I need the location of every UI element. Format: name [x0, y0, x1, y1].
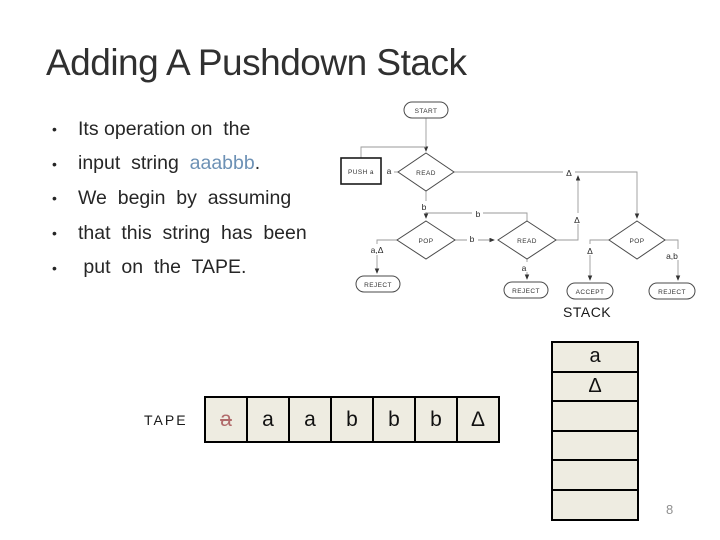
- label-bg: [472, 207, 483, 218]
- flowchart-node-read2: READ: [497, 220, 557, 260]
- edge-label-a: a: [522, 263, 527, 273]
- pop1-diamond: [396, 220, 456, 260]
- bullet-text: .: [254, 152, 261, 175]
- tape-cell: b: [332, 398, 374, 441]
- stack-table: a Δ: [551, 341, 639, 521]
- edge-label-b: b: [422, 202, 427, 212]
- edge-read2-to-pop2: [556, 175, 581, 241]
- bullet-list: • Its operation on the • input string aa…: [52, 112, 307, 285]
- label-bg: [571, 213, 583, 224]
- pop2-label: POP: [630, 238, 645, 245]
- flowchart-node-start: START: [403, 101, 449, 119]
- stack-cell: [553, 432, 637, 462]
- flowchart-node-reject3: REJECT: [648, 282, 696, 300]
- flowchart-node-push: PUSH a: [340, 157, 382, 185]
- tape-cell: a: [206, 398, 248, 441]
- edge-read1-to-pop2: [454, 171, 640, 219]
- label-bg: [584, 244, 596, 255]
- read1-diamond: [397, 152, 455, 192]
- bullet-item: • input string aaabbb.: [52, 147, 307, 182]
- stack-cell: [553, 461, 637, 491]
- bullet-text: Its operation on the: [78, 117, 251, 140]
- read2-label: READ: [517, 238, 537, 245]
- bullet-text: that this string has been: [78, 221, 307, 244]
- read1-label: READ: [416, 170, 436, 177]
- reject2-oval: [503, 281, 549, 299]
- pop1-label: POP: [419, 238, 434, 245]
- edge-label-a: a: [387, 166, 392, 176]
- input-string-highlight: aaabbb: [189, 152, 255, 175]
- bullet-item: • put on the TAPE.: [52, 250, 307, 285]
- tape-table: a a a b b b Δ: [204, 396, 500, 443]
- edge-push-feedback: [360, 146, 426, 158]
- flowchart-node-accept: ACCEPT: [566, 282, 614, 300]
- label-bg: [661, 249, 683, 260]
- bullet-item: • Its operation on the: [52, 112, 307, 147]
- label-bg: [519, 262, 529, 272]
- page-title: Adding A Pushdown Stack: [46, 42, 467, 83]
- edge-label-delta: Δ: [574, 215, 580, 225]
- stack-cell: Δ: [553, 373, 637, 403]
- reject3-oval: [648, 282, 696, 300]
- edge-pop2-to-accept: [587, 239, 609, 281]
- bullet-icon: •: [52, 259, 57, 276]
- push-box: [340, 157, 382, 185]
- push-label: PUSH a: [348, 169, 374, 176]
- stack-cell: [553, 402, 637, 432]
- bullet-text: put on the TAPE.: [78, 256, 247, 279]
- flowchart-node-reject2: REJECT: [503, 281, 549, 299]
- page-number: 8: [666, 502, 674, 517]
- edge-label-b: b: [476, 209, 481, 219]
- start-oval: [403, 101, 449, 119]
- bullet-icon: •: [52, 190, 57, 207]
- edge-label-delta: Δ: [566, 168, 572, 178]
- tape-heading: TAPE: [144, 412, 188, 428]
- label-bg: [563, 166, 575, 177]
- edge-label-delta: Δ: [587, 246, 593, 256]
- reject3-label: REJECT: [658, 289, 686, 296]
- flowchart-node-pop2: POP: [608, 220, 666, 260]
- bullet-icon: •: [52, 155, 57, 172]
- bullet-item: • that this string has been: [52, 216, 307, 251]
- tape-cell: Δ: [470, 407, 486, 431]
- edge-label-b: b: [470, 234, 475, 244]
- edge-read2-to-pop1-loop: [426, 212, 528, 221]
- edge-pop2-to-reject3: [665, 239, 681, 281]
- stack-heading: STACK: [563, 304, 612, 320]
- flowchart-node-reject1: REJECT: [355, 275, 401, 293]
- accept-oval: [566, 282, 614, 300]
- stack-cell: [553, 491, 637, 519]
- read2-diamond: [497, 220, 557, 260]
- tape-cell: b: [374, 398, 416, 441]
- bullet-text: We begin by assuming: [78, 186, 292, 209]
- label-bg: [418, 201, 429, 212]
- tape-cell: a: [290, 398, 332, 441]
- tape-cell: a: [248, 398, 290, 441]
- label-bg: [384, 165, 394, 175]
- bullet-text: input string: [78, 152, 190, 175]
- accept-label: ACCEPT: [576, 289, 605, 296]
- reject1-label: REJECT: [364, 282, 392, 289]
- pop2-diamond: [608, 220, 666, 260]
- bullet-icon: •: [52, 225, 57, 242]
- stack-cell: a: [553, 343, 637, 373]
- edge-label-a-delta: a,Δ: [371, 245, 384, 255]
- flowchart-node-pop1: POP: [396, 220, 456, 260]
- bullet-icon: •: [52, 121, 57, 138]
- label-bg: [467, 232, 478, 243]
- reject1-oval: [355, 275, 401, 293]
- bullet-item: • We begin by assuming: [52, 181, 307, 216]
- flowchart-node-read1: READ: [397, 152, 455, 192]
- label-bg: [365, 244, 389, 255]
- reject2-label: REJECT: [512, 288, 540, 295]
- edge-label-a-b: a,b: [666, 251, 678, 261]
- edge-pop1-to-reject1: [374, 239, 397, 274]
- tape-cell: b: [416, 398, 458, 441]
- start-label: START: [415, 108, 438, 115]
